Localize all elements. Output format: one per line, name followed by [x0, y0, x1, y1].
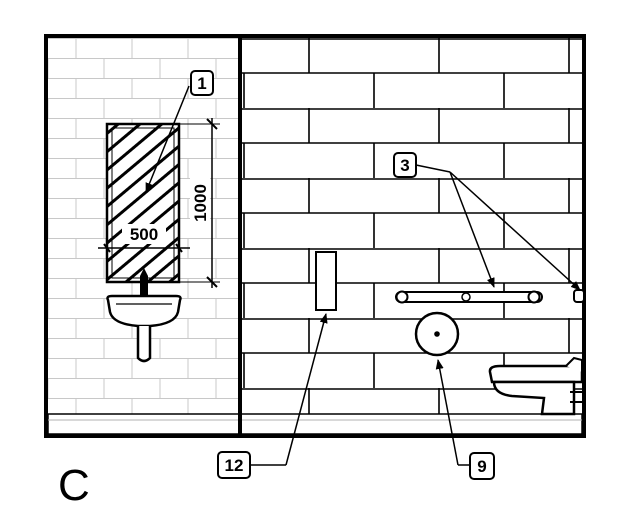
leader-3b — [449, 171, 581, 291]
mirror-glass — [105, 122, 181, 284]
callout-grab-bars: 3 — [393, 152, 581, 291]
side-bar-end — [573, 289, 585, 303]
leader-9 — [435, 359, 459, 466]
callout-dispenser: 12 — [217, 313, 328, 479]
callout-label-9: 9 — [477, 457, 486, 476]
grab-bar-side — [573, 289, 585, 303]
callout-box-9 — [469, 452, 495, 480]
mirror-width-dimension: 500 — [98, 224, 190, 253]
callout-paper-holder: 9 — [435, 359, 495, 480]
basin-bowl — [106, 294, 182, 328]
paper-roll-spindle — [434, 331, 440, 337]
grab-bar-horizontal — [395, 290, 543, 304]
mirror-height-label: 1000 — [191, 184, 210, 222]
floor-strip — [47, 413, 583, 435]
toilet-tank-edge — [565, 356, 583, 372]
mirror-height-dimension: 1000 — [178, 118, 220, 288]
leader-12 — [285, 313, 328, 466]
drawing-frame — [44, 34, 586, 438]
callout-label-3: 3 — [400, 156, 409, 175]
leader-1 — [145, 85, 190, 193]
leader-3-stem — [415, 164, 451, 173]
grab-bar-mount-left — [395, 290, 409, 304]
towel-dispenser — [315, 251, 337, 311]
toilet-bowl — [492, 380, 576, 416]
toilet-paper-holder — [414, 311, 460, 357]
view-letter: C — [58, 461, 90, 510]
callout-label-1: 1 — [197, 74, 206, 93]
toilet — [488, 356, 584, 416]
mirror — [105, 122, 181, 284]
basin-pedestal — [136, 326, 152, 363]
callout-label-12: 12 — [225, 456, 244, 475]
width-dim-label-bg — [122, 224, 166, 244]
grab-bar-mount-middle — [461, 292, 471, 302]
mirror-width-label: 500 — [130, 225, 158, 244]
toilet-seat — [488, 364, 584, 384]
grab-bar-mount-right — [527, 290, 541, 304]
height-dim-ticks — [206, 118, 218, 288]
washbasin — [106, 268, 182, 363]
faucet-icon — [140, 268, 148, 296]
leader-3a — [449, 171, 495, 288]
callout-mirror: 1 — [145, 70, 214, 193]
height-dim-label-bg — [190, 176, 210, 230]
callout-box-1 — [190, 70, 214, 96]
width-dim-ticks — [103, 243, 183, 253]
toilet-base-detail — [570, 391, 582, 403]
